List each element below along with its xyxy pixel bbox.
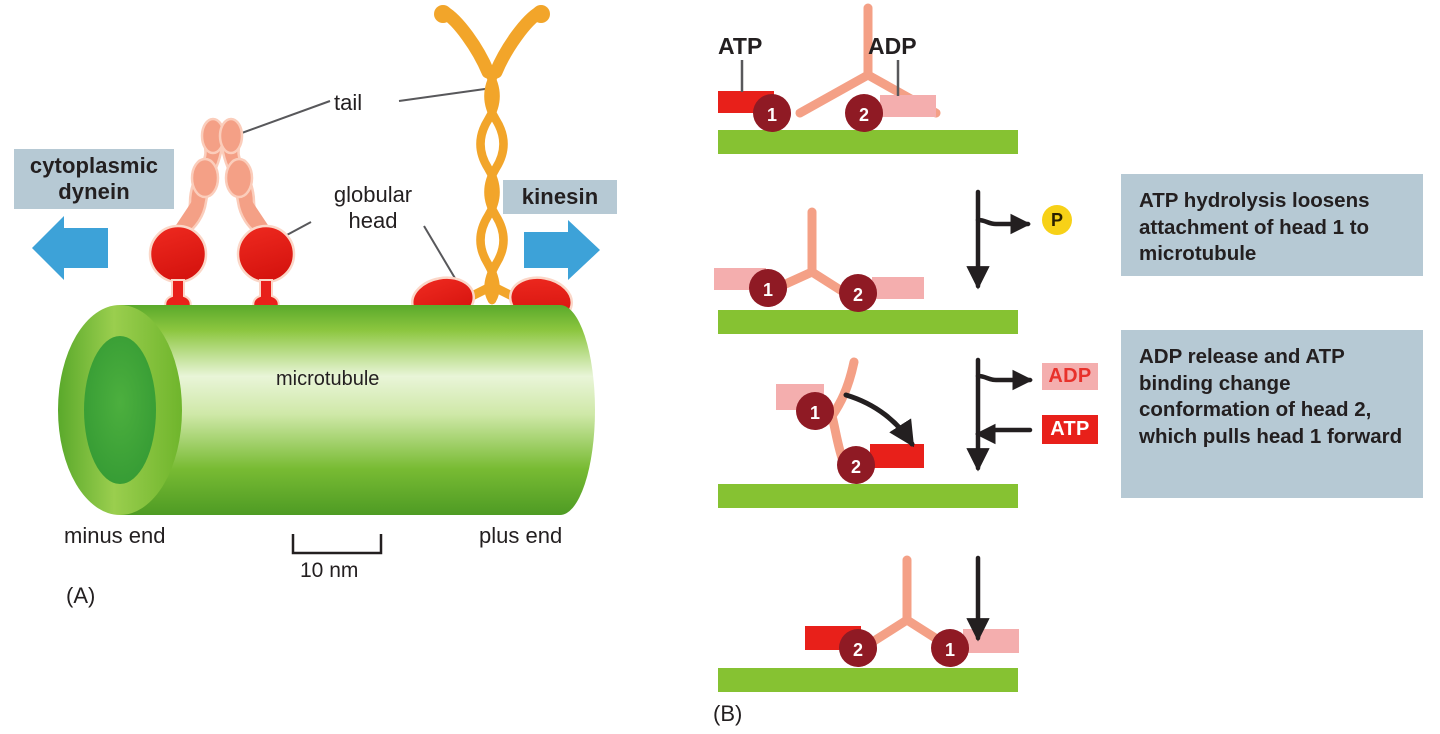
dynein-direction-arrow xyxy=(32,216,108,280)
cytoplasmic-dynein-motor xyxy=(148,117,296,318)
annotation-hydrolysis: ATP hydrolysis loosens attachment of hea… xyxy=(1121,174,1423,276)
step4-head-1: 1 xyxy=(931,629,969,667)
panel-b-flow-arrows xyxy=(966,189,1034,642)
svg-text:1: 1 xyxy=(810,403,820,423)
step2-adp-chip-right xyxy=(872,277,924,299)
atp-binding-chip: ATP xyxy=(1042,415,1098,444)
annotation-adp-release: ADP release and ATP binding change confo… xyxy=(1121,330,1423,498)
svg-text:2: 2 xyxy=(859,105,869,125)
step3-head-2: 2 xyxy=(837,446,875,484)
step2-head-1: 1 xyxy=(749,269,787,307)
adp-release-chip: ADP xyxy=(1042,363,1098,390)
panel-a-id: (A) xyxy=(66,583,96,608)
panel-b-step-2: 1 2 xyxy=(714,207,1018,334)
step1-atp-label: ATP xyxy=(718,33,763,59)
step3-swing-arrow xyxy=(843,392,915,448)
svg-text:2: 2 xyxy=(853,285,863,305)
scale-bar xyxy=(291,534,383,555)
panel-b-step-3: 1 2 xyxy=(718,357,1018,508)
step3-atp-chip xyxy=(870,444,924,468)
kinesin-label: kinesin xyxy=(503,180,617,214)
panel-b-id: (B) xyxy=(713,701,743,726)
step4-head-2: 2 xyxy=(839,629,877,667)
step1-adp-label: ADP xyxy=(868,33,917,59)
kinesin-direction-arrow xyxy=(524,220,600,280)
step1-head-1: 1 xyxy=(753,94,791,132)
cytoplasmic-dynein-label: cytoplasmic dynein xyxy=(14,149,174,209)
minus-end-label: minus end xyxy=(64,523,166,548)
svg-text:2: 2 xyxy=(851,457,861,477)
svg-text:1: 1 xyxy=(767,105,777,125)
svg-text:2: 2 xyxy=(853,640,863,660)
step1-adp-chip xyxy=(880,95,936,117)
microtubule-cylinder xyxy=(58,305,595,515)
svg-text:1: 1 xyxy=(945,640,955,660)
step2-head-2: 2 xyxy=(839,274,877,312)
kinesin-motor xyxy=(410,5,574,324)
globular-head-label: globular head xyxy=(333,182,413,233)
panel-b-step-4: 2 1 xyxy=(718,555,1019,692)
panel-b-step-1: 1 2 xyxy=(718,3,1018,154)
dynein-head-right xyxy=(236,224,296,284)
microtubule-label: microtubule xyxy=(276,368,380,390)
svg-text:1: 1 xyxy=(763,280,773,300)
step4-adp-chip xyxy=(963,629,1019,653)
dynein-head-left xyxy=(148,224,208,284)
plus-end-label: plus end xyxy=(479,523,563,548)
step1-head-2: 2 xyxy=(845,94,883,132)
scale-bar-label: 10 nm xyxy=(300,559,359,582)
phosphate-icon: P xyxy=(1042,205,1072,235)
step3-head-1: 1 xyxy=(796,392,834,430)
tail-label: tail xyxy=(334,90,363,115)
